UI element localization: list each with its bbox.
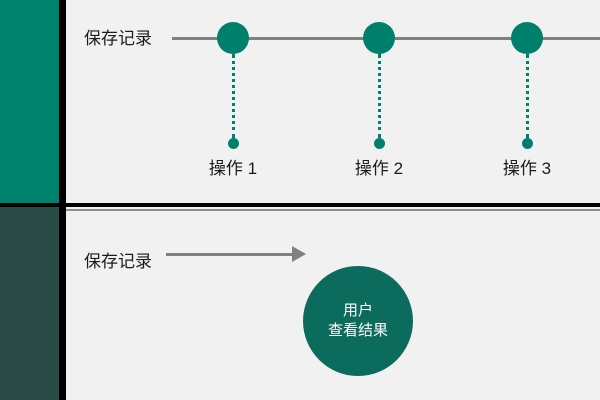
timeline-endpoint-1 <box>227 137 239 149</box>
flow-arrow-head-icon <box>292 246 306 262</box>
panel-divider <box>0 203 600 207</box>
left-rail-bottom <box>0 207 59 400</box>
timeline-node-label-1: 操作 1 <box>208 159 258 178</box>
timeline-label: 保存记录 <box>84 29 152 48</box>
timeline-node-1[interactable] <box>217 22 249 54</box>
flow-arrow-line <box>166 253 294 256</box>
bottom-panel: 保存记录 操作 1 操作 2 操作 3 <box>0 207 600 400</box>
user-view-result-node[interactable]: 用户 查看结果 <box>303 266 413 376</box>
timeline-connector-1 <box>231 54 235 138</box>
timeline-endpoint-2 <box>373 137 385 149</box>
timeline-node-2[interactable] <box>363 22 395 54</box>
timeline-endpoint-3 <box>521 137 533 149</box>
flow-label: 保存记录 <box>84 252 152 271</box>
user-circle-line-1: 用户 <box>342 301 373 319</box>
top-panel: 保存记录 操作 1 操作 2 操作 3 <box>84 22 600 178</box>
left-rail-divider-top <box>59 0 66 203</box>
left-rail-top <box>0 0 59 203</box>
timeline-node-label-2: 操作 2 <box>354 159 404 178</box>
left-rail-divider-bottom <box>59 207 66 400</box>
panel-top-rule <box>66 209 600 211</box>
timeline-node-3[interactable] <box>511 22 543 54</box>
timeline-connector-2 <box>377 54 381 138</box>
user-circle-line-2: 查看结果 <box>327 322 388 339</box>
timeline-node-label-3: 操作 3 <box>502 159 552 178</box>
timeline-connector-3 <box>525 54 529 138</box>
